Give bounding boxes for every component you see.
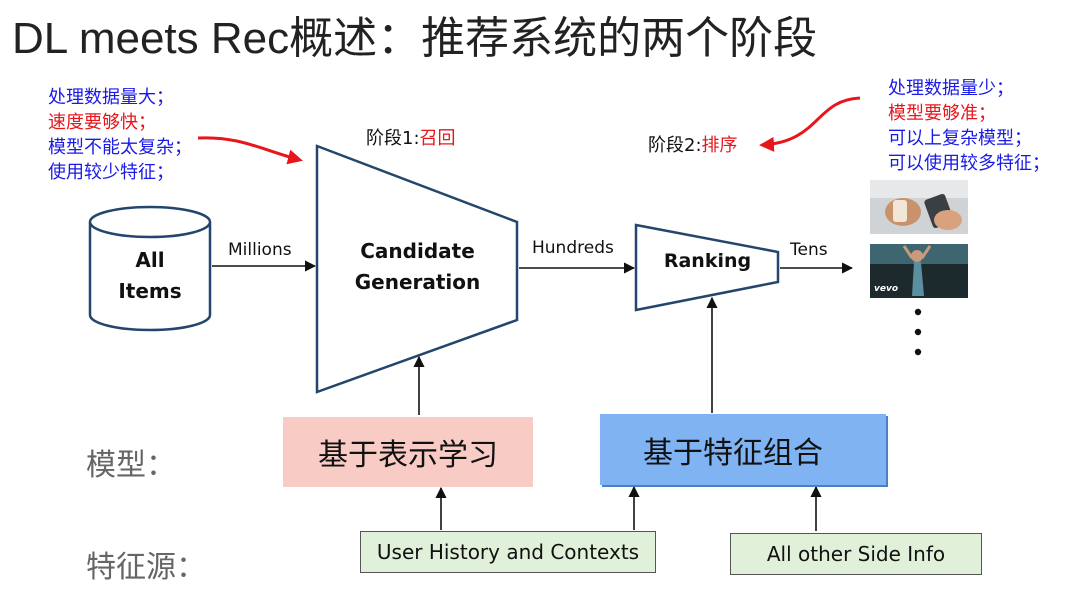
side-info-source-box: All other Side Info	[730, 533, 982, 575]
more-results-dot	[914, 328, 922, 336]
left-note-line: 使用较少特征；	[48, 162, 174, 183]
feature-combination-box: 基于特征组合	[600, 414, 886, 485]
more-results-dot	[914, 348, 922, 356]
right-note-line: 模型要够准；	[888, 103, 996, 124]
all-items-line: All	[135, 248, 165, 272]
features-row-label: 特征源：	[86, 550, 206, 585]
millions-label: Millions	[228, 240, 292, 260]
right-note-line: 可以使用较多特征；	[888, 153, 1050, 174]
model-row-label: 模型：	[86, 448, 176, 483]
left-note: 处理数据量大； 速度要够快； 模型不能太复杂； 使用较少特征；	[48, 85, 192, 185]
all-items-line: Items	[118, 279, 182, 303]
stage1-name: 召回	[419, 128, 456, 149]
all-items-cylinder	[88, 205, 212, 332]
ranking-funnel	[634, 223, 780, 312]
left-note-line: 处理数据量大；	[48, 87, 174, 108]
candidate-generation-funnel	[315, 144, 519, 394]
tens-label: Tens	[790, 240, 828, 260]
user-history-source-box: User History and Contexts	[360, 531, 656, 573]
stage2-name: 排序	[701, 135, 738, 156]
thumbnail-video-image	[870, 244, 968, 298]
right-note: 处理数据量少； 模型要够准； 可以上复杂模型； 可以使用较多特征；	[888, 76, 1050, 176]
all-items-label: All Items	[90, 245, 210, 307]
feature-combination-text: 基于特征组合	[643, 435, 823, 471]
stage2-label: 阶段2:排序	[648, 131, 738, 157]
thumbnail-phone-image	[870, 180, 968, 234]
stage1-prefix: 阶段1:	[366, 128, 420, 149]
hundreds-label: Hundreds	[532, 238, 614, 258]
stage2-prefix: 阶段2:	[648, 135, 702, 156]
right-note-arrow	[759, 96, 861, 152]
left-note-line: 速度要够快；	[48, 112, 156, 133]
video-logo: vevo	[874, 284, 899, 294]
right-note-line: 可以上复杂模型；	[888, 128, 1032, 149]
ranking-label: Ranking	[663, 250, 752, 272]
right-note-line: 处理数据量少；	[888, 78, 1014, 99]
candidate-generation-label: Candidate Generation	[330, 236, 505, 298]
page-title: DL meets Rec概述：推荐系统的两个阶段	[12, 14, 818, 63]
candidate-line: Candidate	[360, 239, 475, 263]
candidate-line: Generation	[354, 270, 481, 294]
more-results-dot	[914, 308, 922, 316]
left-note-line: 模型不能太复杂；	[48, 137, 192, 158]
stage1-label: 阶段1:召回	[366, 124, 456, 150]
representation-learning-box: 基于表示学习	[283, 417, 533, 487]
left-note-arrow	[197, 136, 303, 165]
